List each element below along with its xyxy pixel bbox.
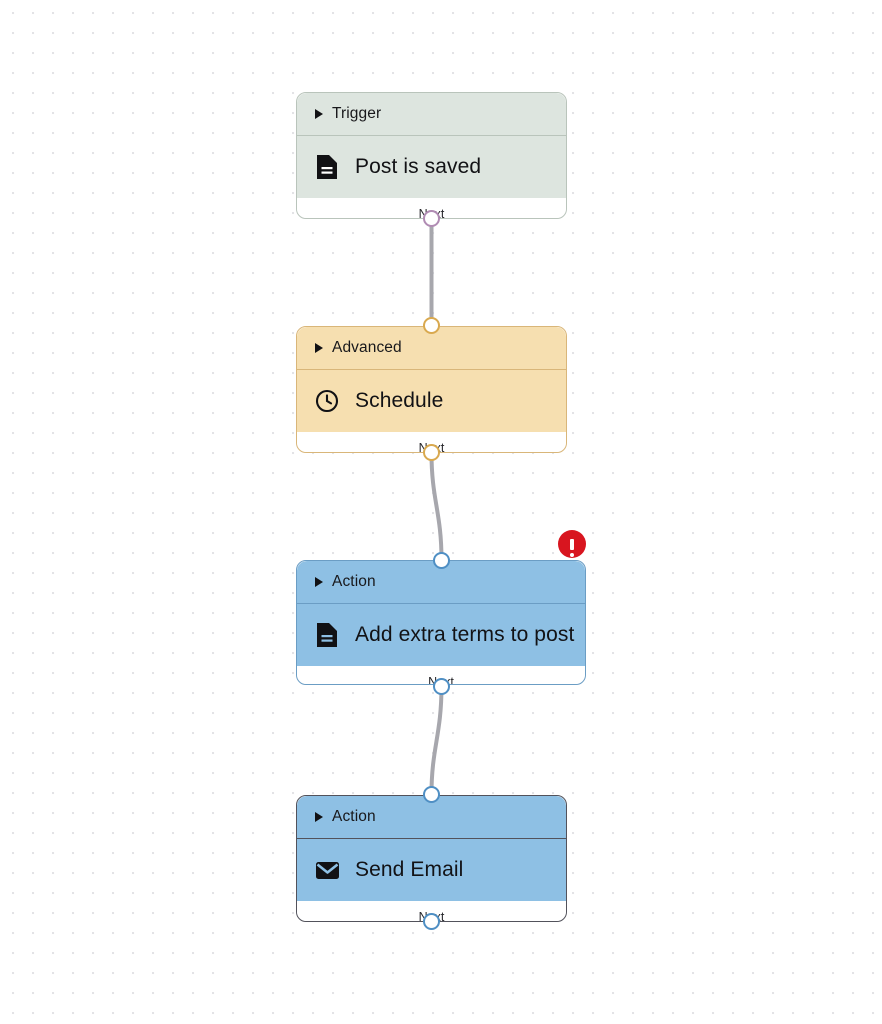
node-input-handle-action-add-terms[interactable] <box>433 552 450 569</box>
document-icon <box>314 154 340 180</box>
disclosure-triangle-icon[interactable] <box>315 109 323 119</box>
node-output-handle-advanced[interactable] <box>423 444 440 461</box>
connector-advanced-to-action <box>429 451 444 562</box>
node-title: Add extra terms to post <box>355 623 575 646</box>
node-header-action[interactable]: Action <box>297 796 566 838</box>
node-input-handle-send-email[interactable] <box>423 786 440 803</box>
node-body-action[interactable]: Add extra terms to post <box>297 604 585 666</box>
node-body-action[interactable]: Send Email <box>297 839 566 901</box>
workflow-node-action-send-email[interactable]: Action Send Email Next <box>296 795 567 922</box>
document-icon <box>314 622 340 648</box>
node-title: Post is saved <box>355 155 482 178</box>
workflow-node-advanced[interactable]: Advanced Schedule Next <box>296 326 567 453</box>
node-header-label: Action <box>332 573 376 590</box>
node-input-handle-advanced[interactable] <box>423 317 440 334</box>
workflow-node-trigger[interactable]: Trigger Post is saved Next <box>296 92 567 219</box>
node-output-handle-action-add-terms[interactable] <box>433 678 450 695</box>
node-header-label: Action <box>332 808 376 825</box>
node-divider <box>297 838 566 839</box>
node-header-label: Advanced <box>332 339 402 356</box>
node-header-label: Trigger <box>332 105 382 122</box>
node-error-badge[interactable] <box>558 530 586 558</box>
connector-action-to-email <box>429 684 444 796</box>
node-divider <box>297 369 566 370</box>
node-header-trigger[interactable]: Trigger <box>297 93 566 135</box>
exclamation-icon <box>570 538 574 557</box>
workflow-node-action-add-terms[interactable]: Action Add extra terms to post Next <box>296 560 586 685</box>
node-header-action[interactable]: Action <box>297 561 585 603</box>
disclosure-triangle-icon[interactable] <box>315 343 323 353</box>
envelope-icon <box>314 857 340 883</box>
node-output-handle-send-email[interactable] <box>423 913 440 930</box>
node-header-advanced[interactable]: Advanced <box>297 327 566 369</box>
node-output-handle-trigger[interactable] <box>423 210 440 227</box>
node-title: Send Email <box>355 858 464 881</box>
node-title: Schedule <box>355 389 444 412</box>
node-body-advanced[interactable]: Schedule <box>297 370 566 432</box>
disclosure-triangle-icon[interactable] <box>315 812 323 822</box>
node-body-trigger[interactable]: Post is saved <box>297 136 566 198</box>
clock-icon <box>314 388 340 414</box>
node-divider <box>297 135 566 136</box>
disclosure-triangle-icon[interactable] <box>315 577 323 587</box>
node-divider <box>297 603 585 604</box>
